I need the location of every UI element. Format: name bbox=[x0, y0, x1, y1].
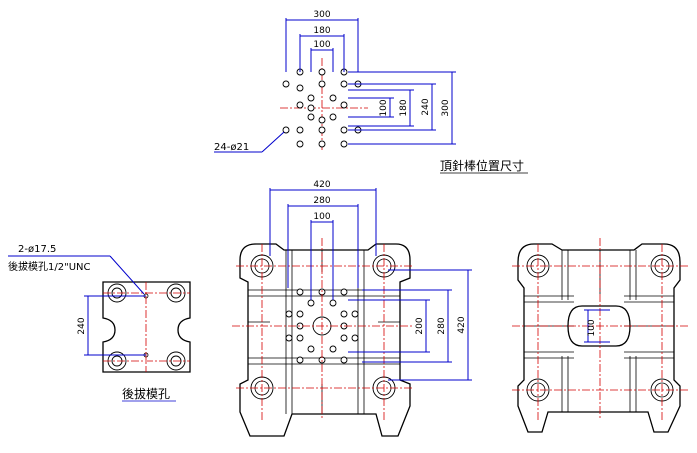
hole-note-24: 24-ø21 bbox=[214, 142, 249, 153]
knockout-plate-view: 240 2-ø17.5 後拔模孔1/2"UNC 後拔模孔 bbox=[8, 244, 191, 402]
dim-240-knockout: 240 bbox=[77, 317, 87, 334]
knockout-note-thread: 後拔模孔1/2"UNC bbox=[8, 260, 90, 273]
dim-420-top: 420 bbox=[313, 180, 330, 190]
ejector-holes bbox=[282, 68, 362, 148]
ejector-dims-vertical: 300 240 180 100 bbox=[348, 71, 456, 145]
main-platen-view: 420 280 100 420 280 200 bbox=[232, 180, 472, 437]
platen-ejector-holes bbox=[285, 288, 359, 364]
dim-100-top-platen: 100 bbox=[313, 212, 330, 222]
dim-240-side: 240 bbox=[421, 98, 431, 115]
dim-100-side: 100 bbox=[379, 99, 389, 116]
platen-dims-horizontal: 420 280 100 bbox=[269, 180, 377, 300]
rear-platen-view: 100 bbox=[512, 238, 690, 433]
dim-300-side: 300 bbox=[441, 99, 451, 116]
ejector-pattern-view: 300 180 100 300 240 180 bbox=[214, 10, 528, 174]
knockout-plate-title: 後拔模孔 bbox=[122, 386, 170, 401]
ejector-hole-leader: 24-ø21 bbox=[214, 131, 285, 153]
dim-280-side: 280 bbox=[437, 317, 447, 334]
dim-420-side: 420 bbox=[457, 316, 467, 333]
ejector-pattern-title: 頂針棒位置尺寸 bbox=[440, 158, 524, 173]
knockout-note-size: 2-ø17.5 bbox=[18, 244, 56, 255]
platen-dims-vertical: 420 280 200 bbox=[348, 269, 472, 381]
dim-300-top: 300 bbox=[313, 10, 330, 20]
dim-100-top: 100 bbox=[313, 40, 330, 50]
dim-180-top: 180 bbox=[313, 26, 330, 36]
dim-100-rear: 100 bbox=[587, 319, 597, 336]
dim-200-side: 200 bbox=[415, 317, 425, 334]
dim-280-top: 280 bbox=[313, 196, 330, 206]
dim-180-side: 180 bbox=[399, 99, 409, 116]
ejector-dims-horizontal: 300 180 100 bbox=[285, 10, 359, 72]
